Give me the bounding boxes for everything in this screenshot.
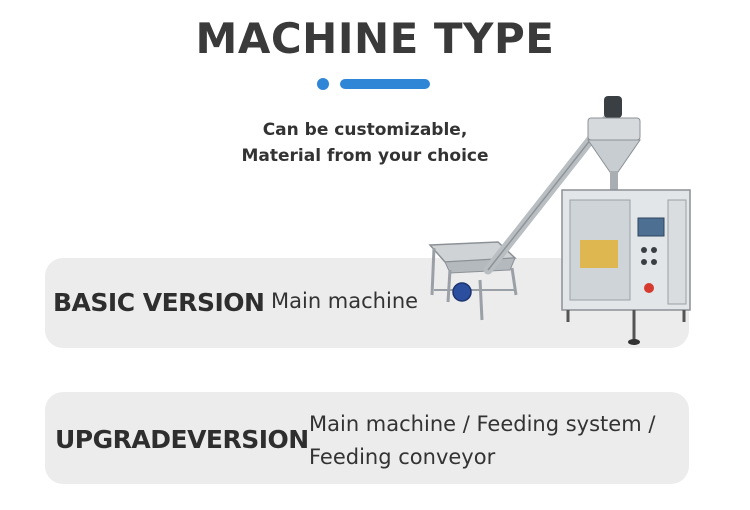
upgrade-version-label: UPGRADEVERSION bbox=[55, 425, 309, 454]
subtitle-line-1: Can be customizable, bbox=[262, 120, 468, 140]
subtitle-line-2: Material from your choice bbox=[241, 146, 489, 166]
upgrade-description-line-1: Main machine / Feeding system / bbox=[309, 412, 656, 436]
accent-bar bbox=[340, 79, 430, 89]
packing-machine-illustration-icon bbox=[428, 96, 691, 345]
accent-dot bbox=[317, 78, 329, 90]
basic-version-description: Main machine bbox=[271, 289, 419, 313]
upgrade-description-line-2: Feeding conveyor bbox=[309, 445, 496, 469]
upgrade-version-card: UPGRADEVERSION Main machine / Feeding sy… bbox=[45, 392, 689, 484]
upgrade-version-description: Main machine / Feeding system / Feeding … bbox=[309, 408, 655, 474]
page-title: MACHINE TYPE bbox=[195, 14, 555, 63]
subtitle: Can be customizable, Material from your … bbox=[180, 117, 550, 169]
basic-version-label: BASIC VERSION bbox=[53, 288, 265, 317]
